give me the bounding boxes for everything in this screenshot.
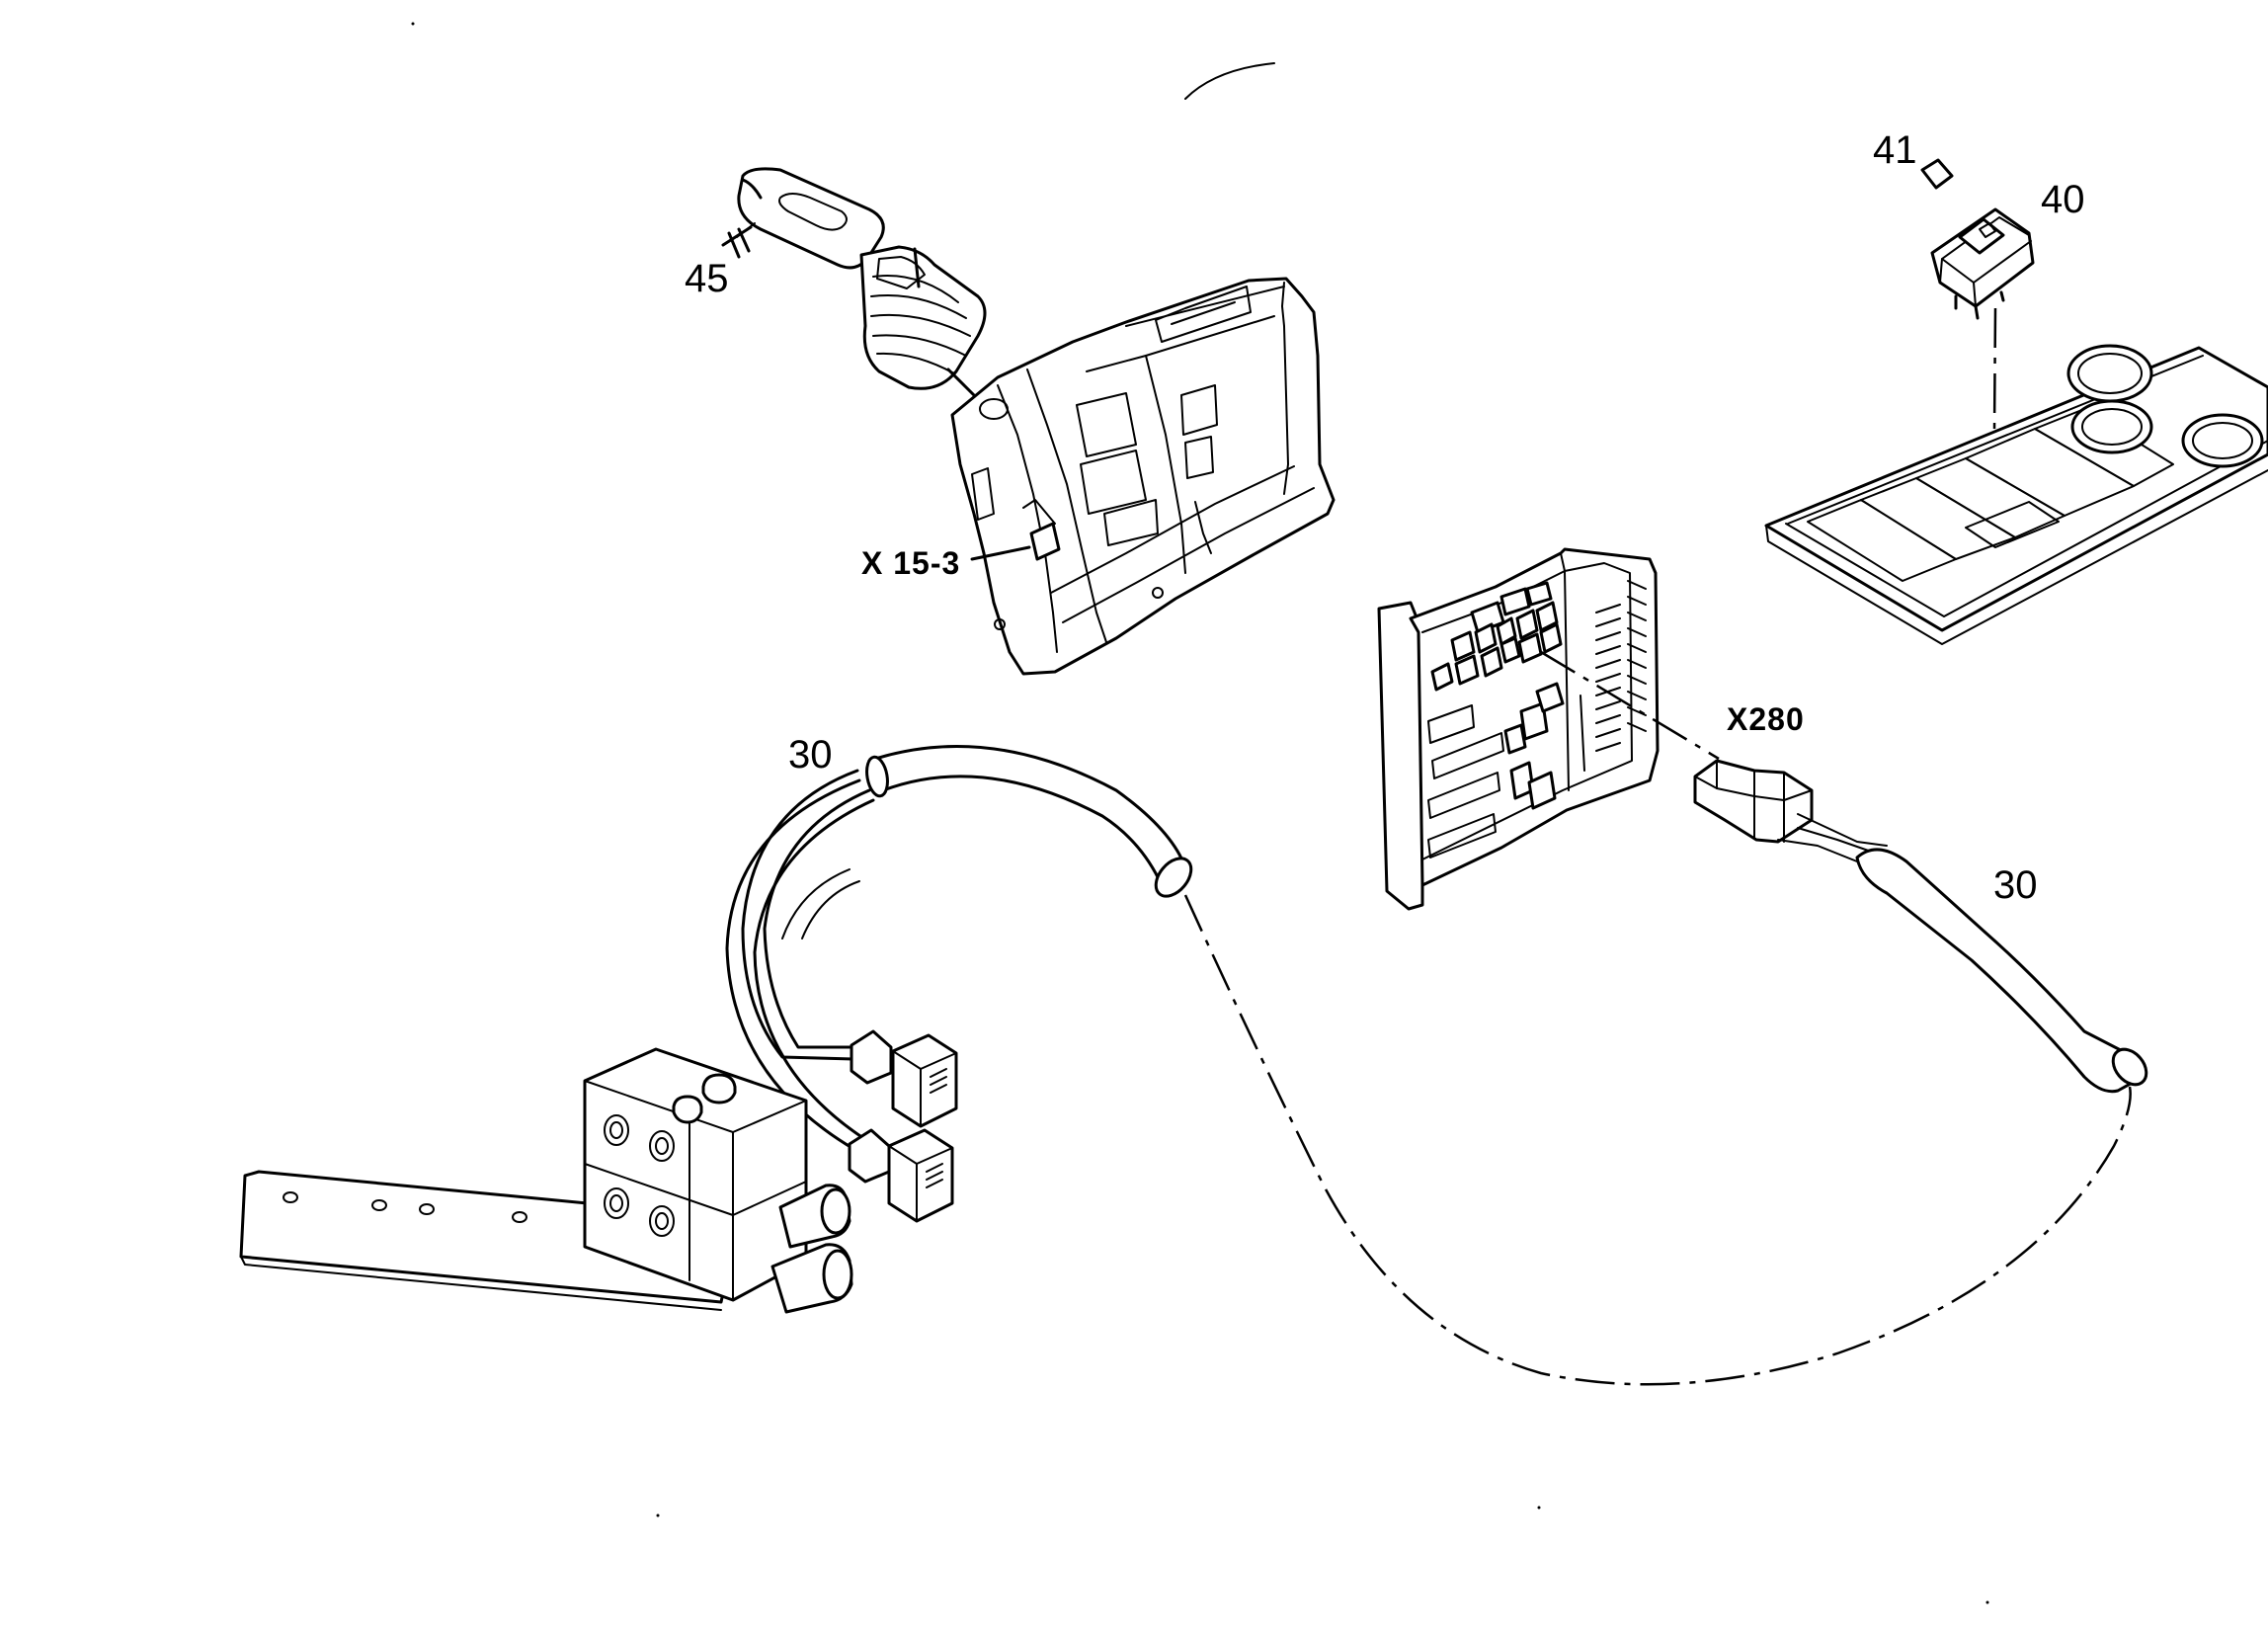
cable-routing-centerline: [1183, 894, 2132, 1386]
leader-x15-3: [970, 545, 1031, 561]
speck: [1537, 1506, 1541, 1510]
connector-label-x15-3: X 15-3: [861, 545, 961, 581]
control-housing: [950, 277, 1336, 676]
valve-block: [583, 1047, 853, 1314]
rubber-boot: [859, 245, 987, 390]
cap-41: [1920, 158, 1954, 190]
solenoid-plug-lower: [848, 1128, 954, 1223]
stray-mark: [1184, 62, 1275, 100]
part-label-30-left: 30: [788, 733, 833, 777]
pin-45: [721, 222, 756, 259]
speck: [656, 1513, 660, 1517]
dashboard-panel: [1764, 344, 2268, 645]
joystick-lever: [737, 167, 885, 270]
part-label-40: 40: [2041, 178, 2085, 221]
speck: [411, 22, 415, 26]
relay-board: [1377, 547, 1660, 911]
cable-30-right: [1777, 813, 2148, 1094]
solenoid-plug-upper: [850, 1029, 958, 1128]
x280-plug: [1693, 759, 1814, 844]
x280-centerline: [1540, 650, 1720, 761]
speck: [1985, 1600, 1989, 1604]
x15-3-connector: [1029, 522, 1061, 561]
part-label-45: 45: [685, 257, 729, 300]
connector-label-x280: X280: [1727, 701, 1805, 737]
part-label-41: 41: [1873, 128, 1917, 172]
cable-30-left: [725, 744, 1193, 1152]
part-label-30-right: 30: [1993, 863, 2038, 907]
rocker-switch-40: [1930, 207, 2035, 320]
